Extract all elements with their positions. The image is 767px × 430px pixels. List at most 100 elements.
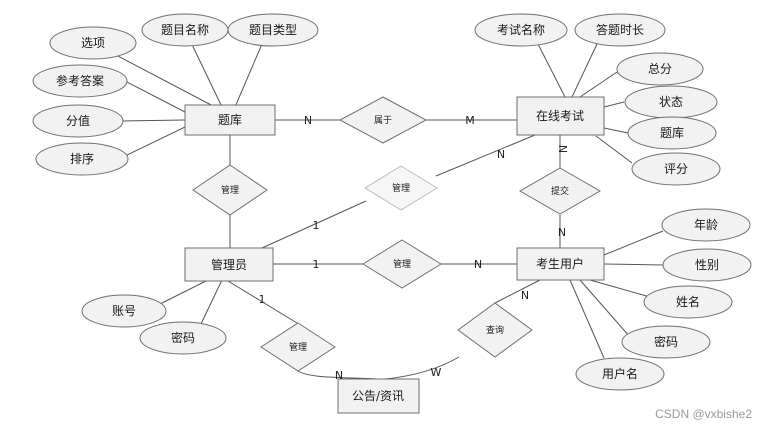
cardinalities: N M N 1 N N 1 N 1 N N W bbox=[259, 114, 570, 382]
edge-exam-duration bbox=[571, 43, 598, 98]
edge-query-notice bbox=[384, 356, 460, 380]
attr-exam-status-label: 状态 bbox=[659, 95, 683, 109]
edge-admin-account bbox=[159, 279, 209, 305]
attr-exam-duration-label: 答题时长 bbox=[596, 22, 644, 37]
card-bank-belongs: N bbox=[304, 114, 312, 127]
edge-exam-bank bbox=[603, 127, 629, 134]
card-notice-manage: N bbox=[335, 369, 343, 382]
attr-bank-title-label: 题目名称 bbox=[161, 22, 209, 37]
card-exam-submit: N bbox=[556, 145, 569, 153]
entity-question-bank[interactable]: 题库 bbox=[184, 104, 276, 136]
attr-user-name[interactable]: 姓名 bbox=[643, 285, 733, 319]
attr-exam-bank[interactable]: 题库 bbox=[627, 116, 717, 150]
rel-manage-notice-label: 管理 bbox=[289, 341, 307, 353]
rel-manage-user-label: 管理 bbox=[393, 258, 411, 270]
edge-admin-password bbox=[199, 279, 223, 327]
card-admin-manage-exam: 1 bbox=[313, 219, 320, 232]
attr-exam-status[interactable]: 状态 bbox=[624, 85, 718, 119]
attr-exam-name[interactable]: 考试名称 bbox=[474, 13, 568, 47]
attr-exam-total-label: 总分 bbox=[648, 62, 672, 76]
attr-exam-rating[interactable]: 评分 bbox=[631, 152, 721, 186]
card-user-manage: N bbox=[474, 258, 482, 271]
edge-user-password bbox=[579, 279, 631, 338]
attr-exam-rating-label: 评分 bbox=[664, 162, 688, 176]
attr-user-age-label: 年龄 bbox=[694, 218, 718, 232]
edge-exam-name bbox=[537, 43, 566, 98]
rel-manage-exam-label: 管理 bbox=[392, 182, 410, 194]
entity-question-bank-label: 题库 bbox=[218, 112, 242, 127]
attr-user-gender[interactable]: 性别 bbox=[662, 248, 752, 282]
edge-user-gender bbox=[603, 263, 664, 266]
attr-admin-password[interactable]: 密码 bbox=[139, 321, 227, 355]
edge-user-username bbox=[569, 279, 605, 359]
attr-admin-account-label: 账号 bbox=[112, 304, 136, 318]
edge-manage-exam bbox=[435, 134, 536, 177]
entity-online-exam-label: 在线考试 bbox=[536, 108, 584, 123]
attr-bank-option-label: 选项 bbox=[81, 36, 105, 50]
card-admin-manage-user: 1 bbox=[313, 258, 320, 271]
edge-bank-sort bbox=[126, 126, 186, 156]
entity-notice[interactable]: 公告/资讯 bbox=[337, 378, 420, 414]
attr-user-password[interactable]: 密码 bbox=[621, 325, 711, 359]
rel-manage-bank-label: 管理 bbox=[221, 184, 239, 196]
attr-user-gender-label: 性别 bbox=[695, 258, 719, 272]
entity-examinee[interactable]: 考生用户 bbox=[516, 247, 605, 281]
card-exam-belongs: M bbox=[465, 114, 475, 127]
card-exam-manage: N bbox=[497, 148, 505, 161]
attr-bank-answer[interactable]: 参考答案 bbox=[32, 64, 128, 98]
rel-manage-user[interactable]: 管理 bbox=[362, 239, 442, 289]
entity-admin[interactable]: 管理员 bbox=[184, 247, 274, 282]
entity-notice-label: 公告/资讯 bbox=[352, 389, 404, 403]
attr-bank-sort-label: 排序 bbox=[70, 151, 94, 166]
edge-user-query bbox=[494, 279, 541, 304]
card-user-submit: N bbox=[558, 226, 566, 239]
edge-admin-manage-exam bbox=[261, 200, 367, 249]
watermark: CSDN @vxbishe2 bbox=[655, 407, 752, 421]
attr-admin-password-label: 密码 bbox=[171, 330, 195, 345]
rel-manage-exam[interactable]: 管理 bbox=[364, 165, 438, 211]
edge-manage-notice bbox=[297, 370, 379, 380]
rel-submit-label: 提交 bbox=[551, 185, 569, 197]
edge-exam-rating bbox=[595, 135, 633, 164]
entity-online-exam[interactable]: 在线考试 bbox=[516, 96, 605, 136]
edge-exam-status bbox=[603, 101, 625, 108]
edge-bank-answer bbox=[124, 80, 186, 113]
card-user-query: N bbox=[521, 289, 529, 302]
attr-admin-account[interactable]: 账号 bbox=[81, 294, 167, 328]
rel-query-label: 查询 bbox=[486, 324, 504, 336]
rel-belongs-to-label: 属于 bbox=[374, 115, 392, 126]
edge-bank-score bbox=[122, 119, 186, 122]
edge-exam-total bbox=[579, 71, 618, 98]
attr-exam-name-label: 考试名称 bbox=[497, 22, 545, 37]
attr-bank-score-label: 分值 bbox=[66, 113, 90, 128]
attr-bank-type-label: 题目类型 bbox=[249, 23, 297, 37]
attr-user-password-label: 密码 bbox=[654, 334, 678, 349]
attr-bank-score[interactable]: 分值 bbox=[32, 104, 124, 138]
attr-user-username[interactable]: 用户名 bbox=[575, 357, 665, 391]
rel-submit[interactable]: 提交 bbox=[518, 167, 602, 215]
edge-admin-manage-notice bbox=[227, 280, 298, 324]
rel-manage-bank[interactable]: 管理 bbox=[192, 164, 268, 216]
edge-user-name bbox=[589, 279, 651, 298]
attr-bank-title[interactable]: 题目名称 bbox=[141, 13, 229, 47]
attr-bank-answer-label: 参考答案 bbox=[56, 73, 104, 88]
edges bbox=[92, 29, 664, 380]
attr-bank-option[interactable]: 选项 bbox=[49, 26, 137, 60]
rel-query[interactable]: 查询 bbox=[457, 302, 533, 358]
rel-manage-notice[interactable]: 管理 bbox=[260, 322, 336, 372]
entity-admin-label: 管理员 bbox=[211, 257, 247, 272]
card-notice-query: W bbox=[431, 366, 442, 379]
attr-exam-bank-label: 题库 bbox=[660, 125, 684, 140]
rel-belongs-to[interactable]: 属于 bbox=[338, 96, 428, 144]
edge-user-age bbox=[603, 230, 664, 256]
attr-bank-type[interactable]: 题目类型 bbox=[227, 13, 319, 47]
attr-user-username-label: 用户名 bbox=[602, 366, 638, 381]
attr-user-name-label: 姓名 bbox=[676, 294, 700, 309]
card-admin-manage-notice: 1 bbox=[259, 293, 266, 306]
attr-exam-total[interactable]: 总分 bbox=[616, 52, 704, 86]
attr-exam-duration[interactable]: 答题时长 bbox=[574, 13, 666, 47]
entity-examinee-label: 考生用户 bbox=[536, 256, 584, 271]
attr-user-age[interactable]: 年龄 bbox=[661, 208, 751, 242]
attr-bank-sort[interactable]: 排序 bbox=[35, 142, 129, 176]
